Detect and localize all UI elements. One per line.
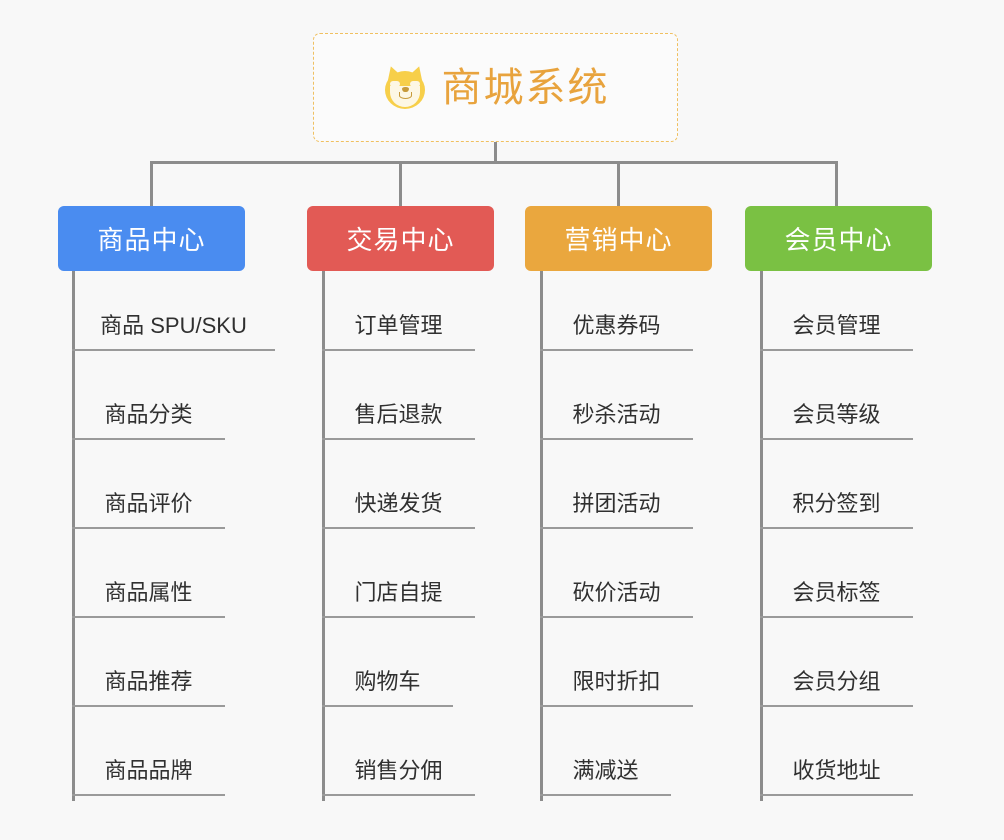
leaf-item[interactable]: 拼团活动 bbox=[540, 439, 693, 529]
leaf-label: 商品推荐 bbox=[104, 669, 193, 694]
branch-label: 交易中心 bbox=[346, 225, 455, 255]
branch-label: 营销中心 bbox=[564, 225, 673, 255]
leaf-item[interactable]: 秒杀活动 bbox=[540, 350, 693, 440]
leaf-label: 秒杀活动 bbox=[572, 402, 661, 427]
leaf-item[interactable]: 会员分组 bbox=[760, 617, 913, 707]
leaf-label: 商品分类 bbox=[104, 402, 193, 427]
leaf-label: 会员等级 bbox=[792, 402, 881, 427]
branch-header-trade-center[interactable]: 交易中心 bbox=[307, 206, 494, 271]
leaf-label: 限时折扣 bbox=[572, 669, 661, 694]
leaf-label: 会员标签 bbox=[792, 580, 881, 605]
leaf-label: 会员管理 bbox=[792, 313, 881, 338]
leaf-item[interactable]: 积分签到 bbox=[760, 439, 913, 529]
leaf-label: 满减送 bbox=[572, 758, 639, 783]
leaf-label: 售后退款 bbox=[354, 402, 443, 427]
leaf-label: 商品 SPU/SKU bbox=[100, 313, 247, 338]
leaf-label: 购物车 bbox=[354, 669, 421, 694]
leaf-label: 会员分组 bbox=[792, 669, 881, 694]
dog-face-icon bbox=[382, 63, 428, 111]
trunk-product-center bbox=[72, 271, 75, 801]
leaf-item[interactable]: 会员标签 bbox=[760, 528, 913, 618]
branch-header-marketing-center[interactable]: 营销中心 bbox=[525, 206, 712, 271]
leaf-item[interactable]: 销售分佣 bbox=[322, 706, 475, 796]
connector-drop-member bbox=[835, 161, 838, 206]
trunk-member-center bbox=[760, 271, 763, 801]
leaf-label: 拼团活动 bbox=[572, 491, 661, 516]
leaf-item[interactable]: 满减送 bbox=[540, 706, 671, 796]
leaf-label: 砍价活动 bbox=[572, 580, 661, 605]
leaf-item[interactable]: 商品评价 bbox=[72, 439, 225, 529]
branch-header-member-center[interactable]: 会员中心 bbox=[745, 206, 932, 271]
leaf-label: 商品属性 bbox=[104, 580, 193, 605]
connector-drop-product bbox=[150, 161, 153, 206]
leaf-item[interactable]: 售后退款 bbox=[322, 350, 475, 440]
leaf-item[interactable]: 商品推荐 bbox=[72, 617, 225, 707]
leaf-item[interactable]: 商品 SPU/SKU bbox=[72, 261, 275, 351]
leaf-item[interactable]: 商品分类 bbox=[72, 350, 225, 440]
connector-root-stem bbox=[494, 142, 497, 163]
leaf-label: 销售分佣 bbox=[354, 758, 443, 783]
leaf-item[interactable]: 会员管理 bbox=[760, 261, 913, 351]
leaf-label: 商品评价 bbox=[104, 491, 193, 516]
leaf-item[interactable]: 商品属性 bbox=[72, 528, 225, 618]
leaf-label: 商品品牌 bbox=[104, 758, 193, 783]
leaf-item[interactable]: 限时折扣 bbox=[540, 617, 693, 707]
leaf-label: 订单管理 bbox=[354, 313, 443, 338]
branch-header-product-center[interactable]: 商品中心 bbox=[58, 206, 245, 271]
leaf-label: 收货地址 bbox=[792, 758, 881, 783]
leaf-label: 快递发货 bbox=[354, 491, 443, 516]
branch-label: 商品中心 bbox=[97, 225, 206, 255]
leaf-item[interactable]: 收货地址 bbox=[760, 706, 913, 796]
root-title: 商城系统 bbox=[441, 65, 610, 110]
connector-horizontal-bus bbox=[150, 161, 838, 164]
leaf-label: 门店自提 bbox=[354, 580, 443, 605]
leaf-item[interactable]: 门店自提 bbox=[322, 528, 475, 618]
trunk-trade-center bbox=[322, 271, 325, 801]
leaf-item[interactable]: 购物车 bbox=[322, 617, 453, 707]
trunk-marketing-center bbox=[540, 271, 543, 801]
connector-drop-trade bbox=[399, 161, 402, 206]
leaf-item[interactable]: 快递发货 bbox=[322, 439, 475, 529]
leaf-label: 积分签到 bbox=[792, 491, 881, 516]
leaf-item[interactable]: 商品品牌 bbox=[72, 706, 225, 796]
connector-drop-marketing bbox=[617, 161, 620, 206]
leaf-label: 优惠券码 bbox=[572, 313, 661, 338]
leaf-item[interactable]: 订单管理 bbox=[322, 261, 475, 351]
root-node[interactable]: 商城系统 bbox=[313, 33, 678, 142]
leaf-item[interactable]: 优惠券码 bbox=[540, 261, 693, 351]
leaf-item[interactable]: 会员等级 bbox=[760, 350, 913, 440]
branch-label: 会员中心 bbox=[784, 225, 893, 255]
leaf-item[interactable]: 砍价活动 bbox=[540, 528, 693, 618]
